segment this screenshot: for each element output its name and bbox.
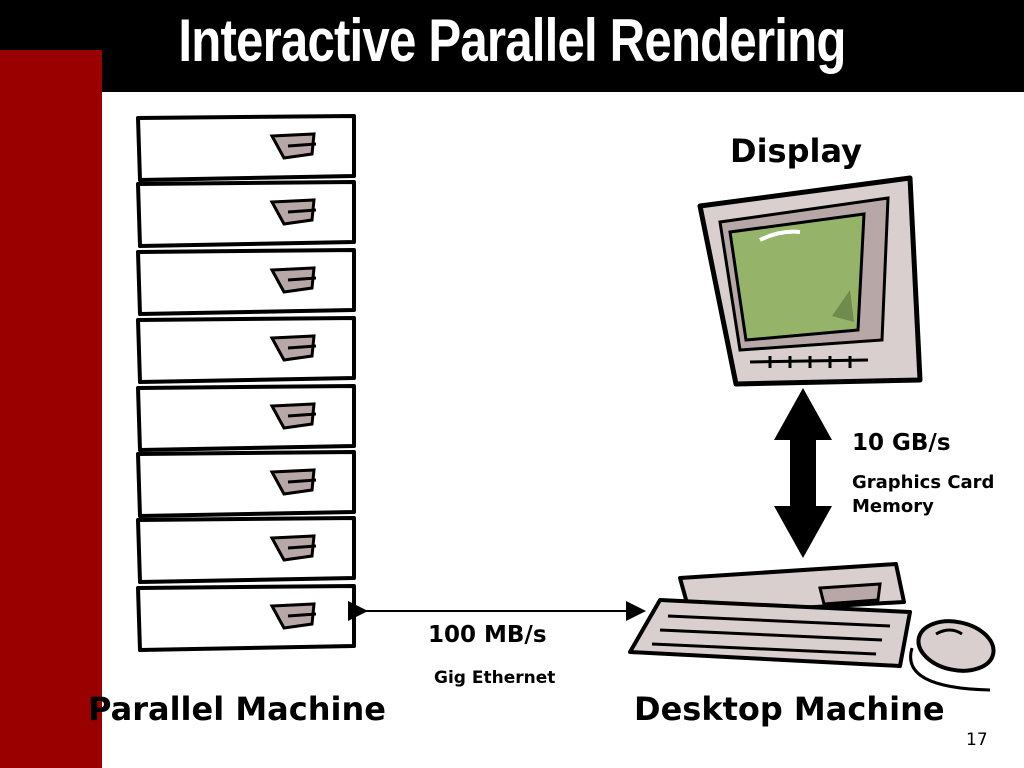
desktop-computer-icon (628, 562, 912, 668)
server-unit-icon (136, 516, 356, 584)
accent-band-lower (0, 92, 70, 768)
display-link-label-line2: Memory (852, 496, 934, 517)
crt-monitor-icon (697, 175, 923, 387)
desktop-machine-label: Desktop Machine (634, 690, 945, 728)
server-unit-icon (136, 316, 356, 384)
display-label: Display (730, 132, 862, 170)
server-unit-icon (136, 450, 356, 518)
page-number: 17 (966, 730, 988, 750)
server-unit-icon (136, 248, 356, 316)
mouse-icon (909, 619, 996, 692)
server-unit-icon (136, 180, 356, 248)
title-bar (0, 0, 1024, 92)
server-unit-icon (136, 114, 356, 182)
network-bandwidth-label: 100 MB/s (428, 622, 547, 648)
network-link-label: Gig Ethernet (434, 668, 556, 688)
display-bandwidth-label: 10 GB/s (852, 430, 951, 456)
server-unit-icon (136, 584, 356, 652)
graphics-link-arrow (774, 388, 832, 558)
parallel-machine-stack (136, 114, 356, 652)
display-link-label-line1: Graphics Card (852, 472, 995, 493)
server-unit-icon (136, 384, 356, 452)
parallel-machine-label: Parallel Machine (88, 690, 386, 728)
slide-title: Interactive Parallel Rendering (178, 7, 846, 74)
